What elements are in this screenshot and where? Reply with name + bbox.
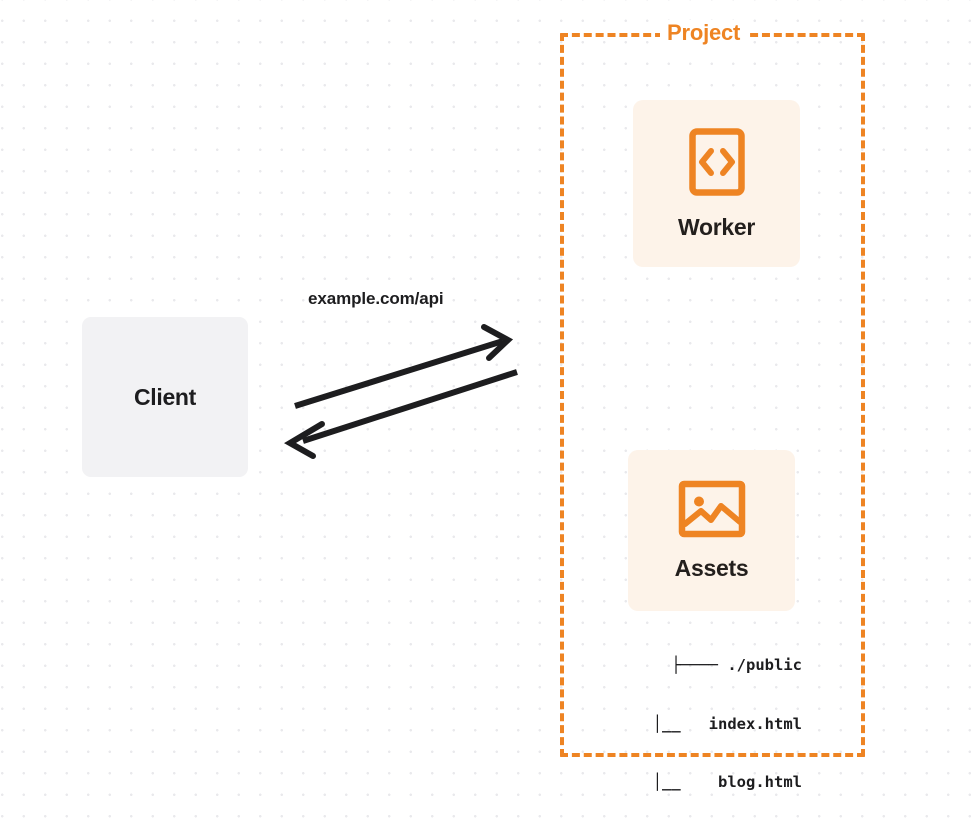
- connection-label: example.com/api: [308, 289, 444, 308]
- project-label: Project: [660, 20, 748, 46]
- file-tree-row: ├──── ./public: [671, 656, 802, 674]
- assets-card-label: Assets: [674, 554, 749, 581]
- client-label: Client: [133, 383, 197, 410]
- file-tree-row: │__ index.html: [652, 714, 802, 733]
- response-arrow: [284, 369, 518, 459]
- assets-file-tree: ├──── ./public │__ index.html │__ blog.h…: [606, 617, 802, 818]
- file-tree-row: │__ blog.html: [652, 773, 802, 791]
- request-arrow: [294, 324, 514, 409]
- client-node: Client: [82, 317, 248, 477]
- worker-card: Worker: [633, 100, 800, 267]
- code-brackets-icon: [688, 127, 746, 197]
- worker-card-label: Worker: [677, 213, 756, 240]
- image-picture-icon: [678, 480, 746, 538]
- assets-card: Assets: [628, 450, 795, 611]
